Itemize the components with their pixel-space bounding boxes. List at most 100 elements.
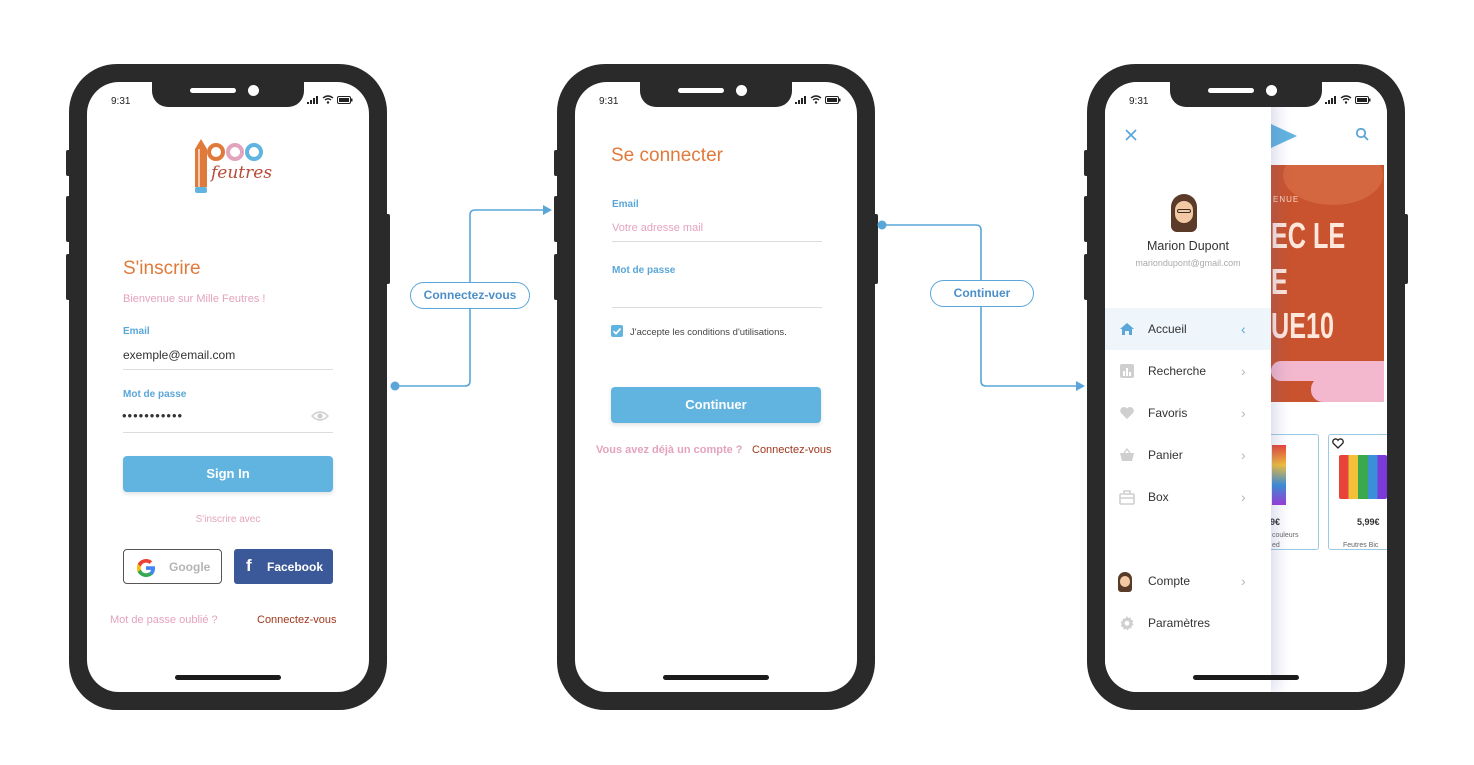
password-underline xyxy=(612,307,822,308)
email-field[interactable]: exemple@email.com xyxy=(123,348,236,362)
chevron-right-icon: › xyxy=(1241,405,1246,421)
menu-label: Compte xyxy=(1148,574,1191,588)
status-time: 9:31 xyxy=(111,96,131,107)
account-avatar-icon xyxy=(1117,572,1133,592)
search-icon[interactable] xyxy=(1355,127,1369,141)
product-image xyxy=(1339,455,1387,499)
logo-numbers xyxy=(207,143,263,161)
battery-icon xyxy=(1355,95,1371,104)
chevron-right-icon: › xyxy=(1241,489,1246,505)
heart-icon xyxy=(1120,407,1134,419)
menu-item-box[interactable]: Box › xyxy=(1105,476,1271,518)
signup-screen: 9:31 feutres S'inscrire Bienvenue sur Mi… xyxy=(87,82,369,692)
product-card[interactable]: 5,99€ Feutres Bic xyxy=(1328,434,1387,550)
chevron-left-icon: ‹ xyxy=(1241,321,1246,337)
password-underline xyxy=(123,432,333,433)
phone-login: 9:31 Se connecter Email Votre adresse ma… xyxy=(554,64,878,710)
signal-icon xyxy=(795,95,806,104)
side-drawer: Marion Dupont mariondupont@gmail.com Acc… xyxy=(1105,82,1271,692)
chevron-right-icon: › xyxy=(1241,573,1246,589)
connect-link[interactable]: Connectez-vous xyxy=(257,614,337,626)
product-price: 5,99€ xyxy=(1357,517,1380,527)
menu-label: Panier xyxy=(1148,448,1183,462)
email-underline xyxy=(612,241,822,242)
terms-text: J'accepte les conditions d'utilisations. xyxy=(630,327,787,338)
promo-banner[interactable]: ENUE EC LE E UE10 xyxy=(1271,165,1384,402)
forgot-password-link[interactable]: Mot de passe oublié ? xyxy=(110,614,218,626)
banner-line-3: E xyxy=(1271,261,1288,302)
google-label: Google xyxy=(169,560,211,574)
password-field[interactable]: ••••••••••• xyxy=(122,408,184,423)
banner-line-4: UE10 xyxy=(1271,305,1335,346)
password-input[interactable] xyxy=(612,282,822,304)
signup-title: S'inscrire xyxy=(123,258,201,279)
status-icons xyxy=(1325,95,1371,104)
continue-button[interactable]: Continuer xyxy=(611,387,821,423)
close-icon[interactable] xyxy=(1125,129,1137,141)
product-name: couleurs xyxy=(1272,532,1299,539)
signup-with-text: S'inscrire avec xyxy=(195,514,261,525)
chart-icon xyxy=(1120,364,1134,378)
gear-icon xyxy=(1120,616,1134,631)
menu-item-accueil[interactable]: Accueil ‹ xyxy=(1105,308,1271,350)
email-underline xyxy=(123,369,333,370)
menu-label: Box xyxy=(1148,490,1169,504)
menu-label: Accueil xyxy=(1148,322,1187,336)
notch xyxy=(152,82,304,107)
app-logo: feutres xyxy=(193,137,273,199)
have-account-text: Vous avez déjà un compte ? xyxy=(596,444,743,456)
banner-line-2: EC LE xyxy=(1271,215,1346,256)
menu-item-recherche[interactable]: Recherche › xyxy=(1105,350,1271,392)
notch xyxy=(640,82,792,107)
eye-icon[interactable] xyxy=(311,410,329,422)
user-email: mariondupont@gmail.com xyxy=(1135,258,1241,268)
login-title: Se connecter xyxy=(611,145,723,166)
connect-link[interactable]: Connectez-vous xyxy=(752,444,832,456)
email-input[interactable]: Votre adresse mail xyxy=(612,222,704,234)
heart-icon[interactable] xyxy=(1332,438,1344,449)
notch xyxy=(1170,82,1322,107)
sign-in-button[interactable]: Sign In xyxy=(123,456,333,492)
flow-label-connect: Connectez-vous xyxy=(410,282,530,309)
product-name: Feutres Bic xyxy=(1343,542,1379,549)
pencil-logo-icon xyxy=(195,139,207,193)
menu-label: Recherche xyxy=(1148,364,1207,378)
wifi-icon xyxy=(1340,95,1352,104)
wifi-icon xyxy=(322,95,334,104)
phone-signup: 9:31 feutres S'inscrire Bienvenue sur Mi… xyxy=(66,64,390,710)
menu-item-compte[interactable]: Compte › xyxy=(1105,560,1271,602)
welcome-text: Bienvenue sur Mille Feutres ! xyxy=(123,293,266,305)
menu-label: Paramètres xyxy=(1148,616,1211,630)
facebook-button[interactable]: f Facebook xyxy=(234,549,333,584)
menu-label: Favoris xyxy=(1148,406,1188,420)
signal-icon xyxy=(307,95,318,104)
signal-icon xyxy=(1325,95,1336,104)
product-price: 9€ xyxy=(1270,517,1281,527)
basket-icon xyxy=(1120,447,1134,461)
flow-label-continue: Continuer xyxy=(930,280,1034,307)
chevron-right-icon: › xyxy=(1241,363,1246,379)
login-screen: 9:31 Se connecter Email Votre adresse ma… xyxy=(575,82,857,692)
terms-checkbox[interactable] xyxy=(611,325,623,337)
menu-item-parametres[interactable]: Paramètres xyxy=(1105,602,1271,644)
facebook-label: Facebook xyxy=(267,560,324,574)
google-icon xyxy=(137,559,155,577)
status-icons xyxy=(795,95,841,104)
avatar xyxy=(1169,194,1199,234)
password-label: Mot de passe xyxy=(612,265,676,276)
battery-icon xyxy=(825,95,841,104)
home-indicator xyxy=(175,675,281,680)
email-label: Email xyxy=(612,199,639,210)
google-button[interactable]: Google xyxy=(123,549,222,584)
home-icon xyxy=(1120,323,1134,335)
phone-menu: 9:31 ENUE EC LE E UE10 9€ couleurs xyxy=(1084,64,1408,710)
play-logo-icon xyxy=(1271,124,1297,148)
background-home: ENUE EC LE E UE10 9€ couleurs ed 5,99€ F… xyxy=(1251,82,1387,692)
menu-item-panier[interactable]: Panier › xyxy=(1105,434,1271,476)
status-time: 9:31 xyxy=(599,96,619,107)
home-indicator xyxy=(663,675,769,680)
menu-item-favoris[interactable]: Favoris › xyxy=(1105,392,1271,434)
email-label: Email xyxy=(123,326,150,337)
menu-screen: 9:31 ENUE EC LE E UE10 9€ couleurs xyxy=(1105,82,1387,692)
password-label: Mot de passe xyxy=(123,389,187,400)
